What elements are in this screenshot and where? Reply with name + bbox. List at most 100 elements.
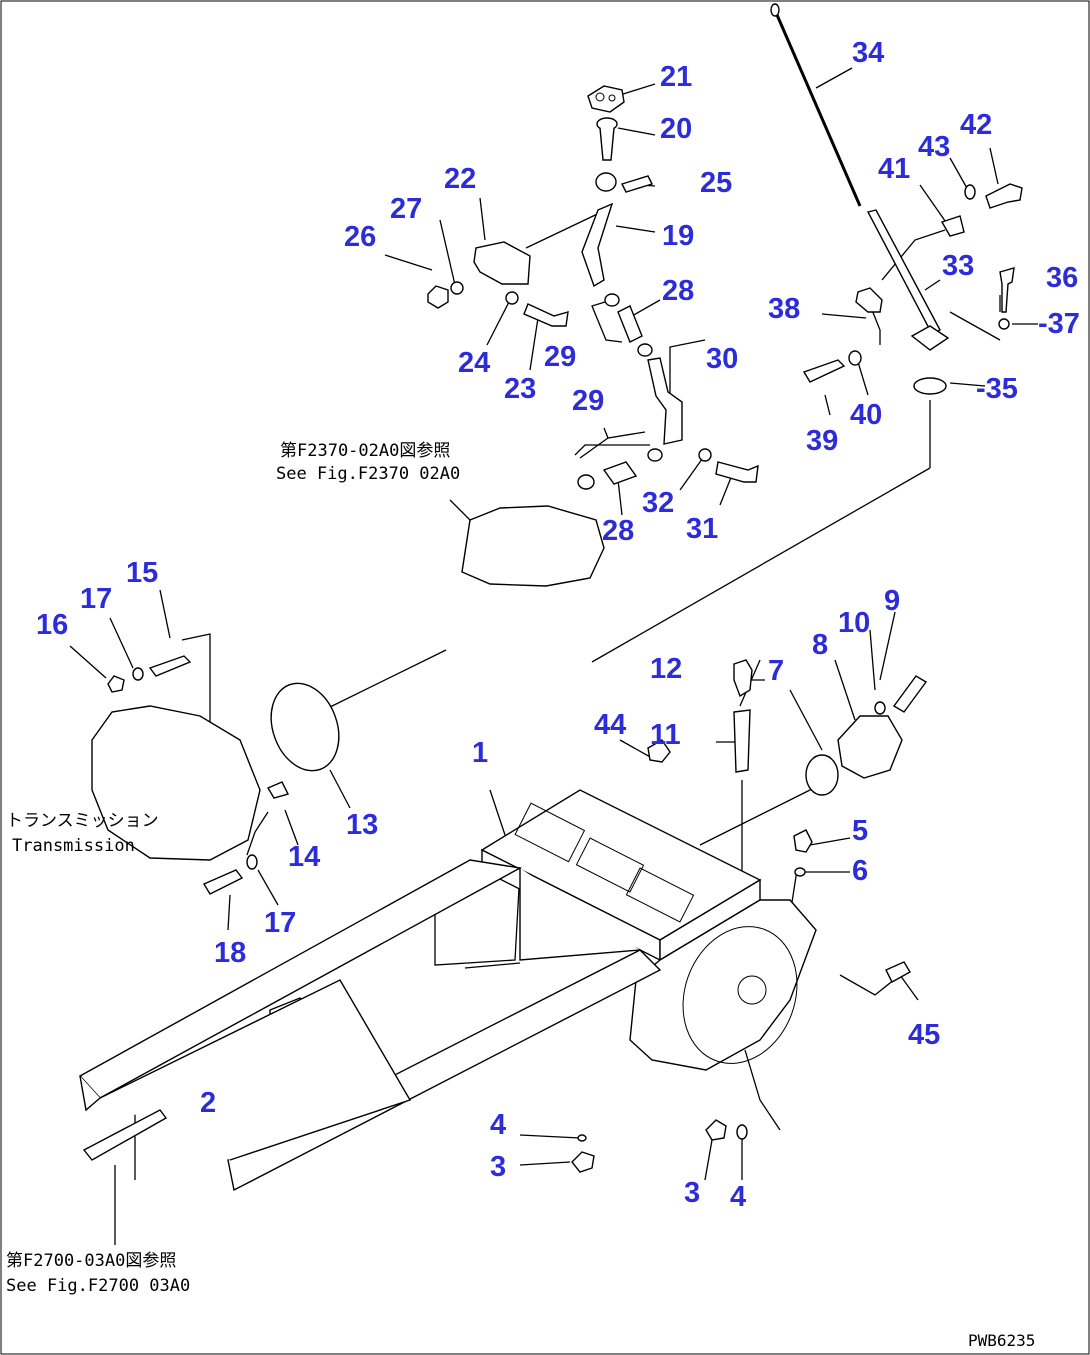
part-label-12: 12 (650, 653, 682, 685)
bolt-part-15 (148, 655, 192, 677)
part-label-32: 32 (642, 487, 674, 519)
clip-part-41 (940, 215, 965, 237)
part-label-19: 19 (662, 220, 694, 252)
nut-part-16 (107, 675, 125, 693)
note-fig-f2370-jp: 第F2370-02A0図参照 (280, 441, 450, 461)
washer-part-10 (874, 701, 886, 715)
part-label-23: 23 (504, 373, 536, 405)
bracket-part-38 (855, 287, 883, 313)
part-label-43: 43 (918, 131, 950, 163)
part-label-3-right: 3 (684, 1177, 700, 1209)
washer-part-17-upper (132, 667, 144, 681)
cover-part-8 (837, 715, 903, 779)
pipe-part-30 (647, 357, 683, 445)
part-label-26: 26 (344, 221, 376, 253)
gasket-part-4-center (577, 1134, 587, 1142)
pipe-part-19 (581, 202, 614, 288)
guide-tube-part-33 (866, 209, 941, 335)
part-label-37: -37 (1038, 308, 1080, 340)
note-fig-f2370-en: See Fig.F2370 02A0 (276, 464, 460, 484)
part-label-44: 44 (594, 709, 626, 741)
part-label-7: 7 (768, 655, 784, 687)
part-label-20: 20 (660, 113, 692, 145)
plug-part-44 (647, 739, 671, 763)
cap-part-21 (587, 85, 625, 113)
o-ring-part-13 (270, 682, 340, 772)
part-label-41: 41 (878, 153, 910, 185)
gasket-part-4-right (736, 1124, 748, 1140)
part-label-4-right: 4 (730, 1181, 746, 1213)
part-label-34: 34 (852, 37, 884, 69)
part-label-31: 31 (686, 513, 718, 545)
part-label-24: 24 (458, 347, 490, 379)
pump-assembly-ref (461, 505, 605, 587)
part-label-38: 38 (768, 293, 800, 325)
transmission-unit (91, 705, 261, 861)
strainer-part-20 (596, 117, 618, 161)
bolt-part-39 (802, 359, 846, 383)
bolt-part-23 (523, 303, 569, 327)
part-label-28-upper: 28 (662, 275, 694, 307)
bracket-part-22 (473, 241, 531, 285)
bolt-part-9 (892, 675, 928, 713)
note-transmission-jp: トランスミッション (6, 811, 159, 831)
flange-part-33 (910, 325, 950, 351)
part-label-9: 9 (884, 585, 900, 617)
part-label-17-lower: 17 (264, 907, 296, 939)
part-label-28-lower: 28 (602, 515, 634, 547)
plug-part-3-center (571, 1151, 595, 1173)
washer-part-43 (964, 184, 976, 200)
part-label-15: 15 (126, 557, 158, 589)
part-label-14: 14 (288, 841, 320, 873)
pin-part-14 (266, 781, 290, 799)
bolt-part-45 (885, 961, 911, 983)
drawing-code: PWB6235 (968, 1331, 1035, 1350)
part-label-33: 33 (942, 250, 974, 282)
part-label-22: 22 (444, 163, 476, 195)
part-label-36: 36 (1046, 262, 1078, 294)
part-label-35: -35 (976, 373, 1018, 405)
washer-part-37 (998, 318, 1010, 330)
washer-part-32 (698, 448, 712, 462)
part-label-29-upper: 29 (544, 341, 576, 373)
bolt-part-31 (715, 461, 759, 483)
o-ring-part-7 (805, 754, 839, 796)
part-label-13: 13 (346, 809, 378, 841)
part-label-45: 45 (908, 1019, 940, 1051)
gasket-part-6 (794, 867, 806, 877)
part-label-27: 27 (390, 193, 422, 225)
part-label-6: 6 (852, 855, 868, 887)
part-label-17-upper: 17 (80, 583, 112, 615)
part-label-11: 11 (650, 719, 681, 751)
part-number-labels: 21 20 25 19 22 27 26 28 24 23 29 30 29 3… (36, 37, 1080, 1213)
bolt-part-36 (999, 267, 1015, 313)
note-fig-f2700-jp: 第F2700-03A0図参照 (6, 1251, 176, 1271)
washer-part-40 (848, 350, 862, 366)
part-label-1: 1 (472, 737, 488, 769)
frame-part-2 (78, 859, 662, 1192)
note-transmission-en: Transmission (12, 836, 135, 856)
washer-part-24 (505, 291, 519, 305)
nut-part-26 (427, 285, 449, 309)
part-label-3-center: 3 (490, 1151, 506, 1183)
dipstick-part-34 (770, 3, 862, 207)
part-label-5: 5 (852, 815, 868, 847)
part-label-16: 16 (36, 609, 68, 641)
bolt-part-42 (985, 183, 1023, 209)
gasket-part-35 (913, 377, 947, 395)
plug-part-3-right (705, 1119, 727, 1141)
part-label-4-center: 4 (490, 1109, 506, 1141)
part-label-21: 21 (660, 61, 692, 93)
part-label-29-lower: 29 (572, 385, 604, 417)
hose-ref-f2700 (82, 1109, 168, 1161)
hose-part-28-upper (604, 293, 653, 357)
part-label-30: 30 (706, 343, 738, 375)
breather-part-12 (733, 659, 753, 698)
note-fig-f2700-en: See Fig.F2700 03A0 (6, 1276, 190, 1296)
hose-part-28-lower (577, 448, 663, 490)
part-label-8: 8 (812, 629, 828, 661)
part-label-10: 10 (838, 607, 870, 639)
part-label-18: 18 (214, 937, 246, 969)
